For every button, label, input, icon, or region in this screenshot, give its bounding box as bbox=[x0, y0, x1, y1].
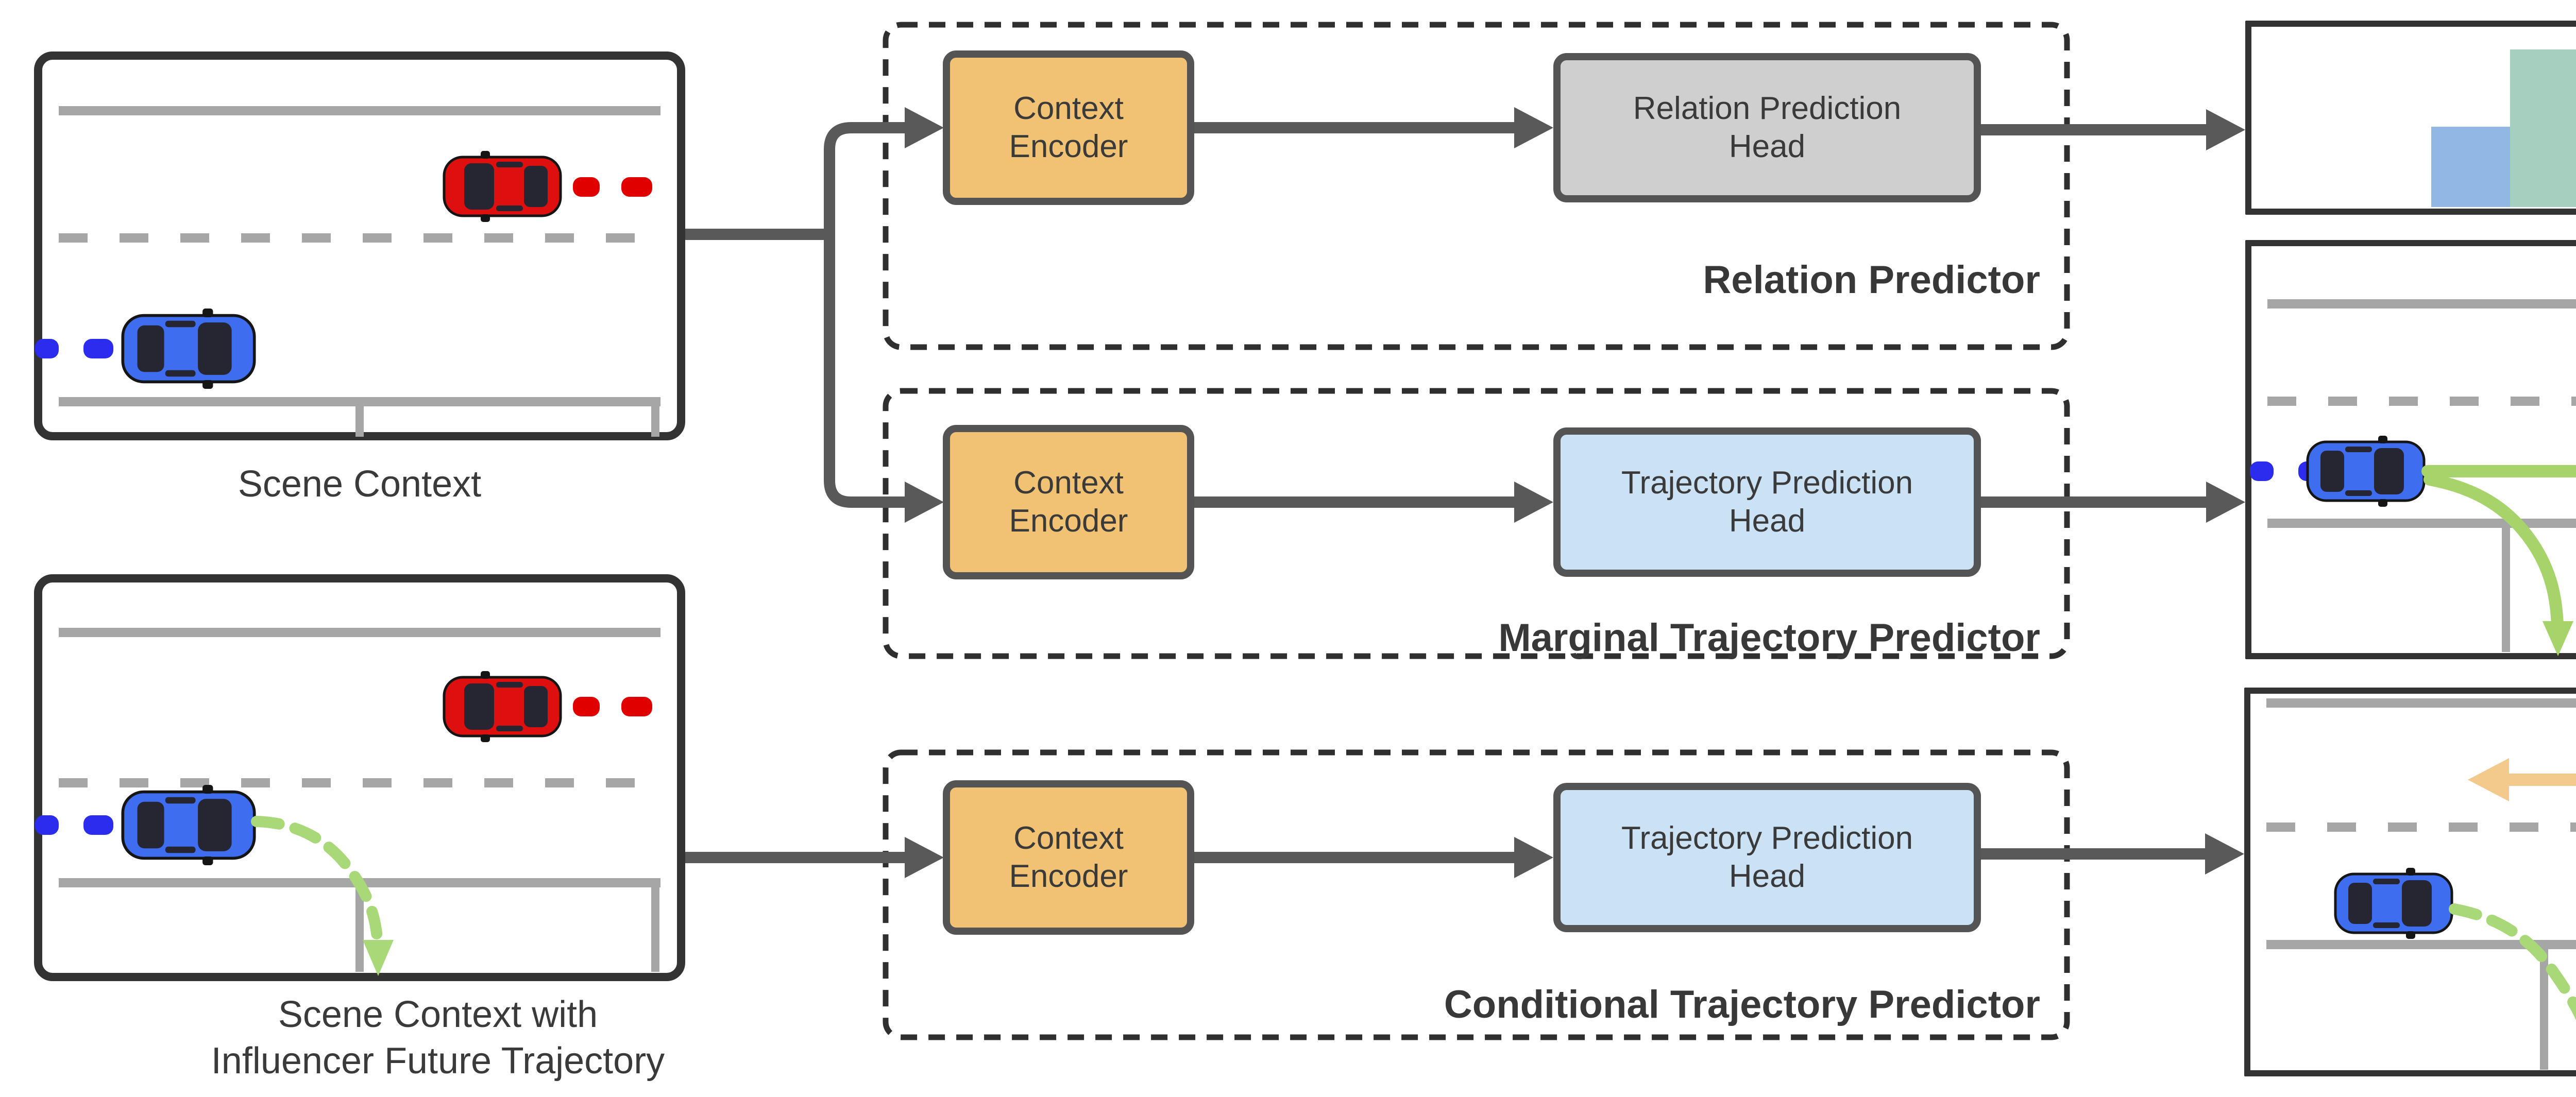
blue-history-trail bbox=[35, 339, 113, 358]
trajectory-prediction-head-box-conditional: Trajectory Prediction Head bbox=[1553, 783, 1981, 932]
red-car-icon bbox=[444, 671, 561, 742]
blue-history-trail bbox=[35, 815, 113, 835]
relation-distribution-panel bbox=[2245, 21, 2576, 215]
arrowhead-into-encoder-marginal bbox=[905, 482, 944, 523]
conditional-red-straight-arrow bbox=[2468, 758, 2576, 801]
conditional-trajectory-panel bbox=[2244, 688, 2576, 1076]
relation-probability-bars bbox=[2431, 49, 2576, 207]
context-encoder-box-conditional: Context Encoder bbox=[943, 780, 1194, 935]
arrowhead-into-head-conditional bbox=[1514, 837, 1553, 878]
conditional-trajectory-predictor-label: Conditional Trajectory Predictor bbox=[1444, 983, 2040, 1026]
scene-context-label: Scene Context bbox=[238, 464, 482, 505]
predicted-trajectory-straight-arrow bbox=[2421, 465, 2576, 477]
arrowhead-into-output-marginal bbox=[2206, 482, 2245, 523]
bar-blue bbox=[2431, 127, 2510, 207]
arrowhead-into-encoder-relation bbox=[905, 107, 944, 148]
relation-predictor-label: Relation Predictor bbox=[1703, 258, 2040, 302]
red-history-trail bbox=[573, 697, 652, 716]
branch-connector bbox=[685, 122, 906, 863]
scene-context-panel bbox=[34, 52, 685, 440]
blue-car-icon bbox=[123, 308, 254, 389]
scene-context-influencer-panel bbox=[34, 574, 685, 981]
bar-green bbox=[2510, 49, 2576, 207]
arrowhead-into-head-marginal bbox=[1514, 482, 1553, 523]
blue-car-icon bbox=[2335, 868, 2452, 939]
scene-context-influencer-label: Scene Context with Influencer Future Tra… bbox=[211, 994, 665, 1082]
blue-car-icon bbox=[123, 785, 254, 865]
red-history-trail bbox=[573, 177, 652, 197]
marginal-trajectory-panel bbox=[2245, 240, 2576, 659]
influencer-future-trajectory-arrow bbox=[251, 816, 394, 976]
context-encoder-box-relation: Context Encoder bbox=[943, 50, 1194, 205]
arrowhead-into-output-relation bbox=[2206, 109, 2245, 150]
context-encoder-box-marginal: Context Encoder bbox=[943, 425, 1194, 579]
trajectory-prediction-head-box-marginal: Trajectory Prediction Head bbox=[1553, 427, 1981, 577]
red-car-icon bbox=[444, 151, 561, 222]
relation-prediction-head-box: Relation Prediction Head bbox=[1553, 53, 1981, 202]
marginal-trajectory-predictor-label: Marginal Trajectory Predictor bbox=[1498, 616, 2040, 660]
arrowhead-into-output-conditional bbox=[2205, 833, 2244, 875]
arrowhead-into-head-relation bbox=[1514, 107, 1553, 148]
predicted-trajectory-turn-arrow bbox=[2424, 473, 2573, 656]
blue-car-icon bbox=[2308, 436, 2424, 507]
conditional-blue-dashed-turn-arrow bbox=[2449, 903, 2576, 1020]
arrowhead-into-encoder-conditional bbox=[905, 837, 944, 878]
